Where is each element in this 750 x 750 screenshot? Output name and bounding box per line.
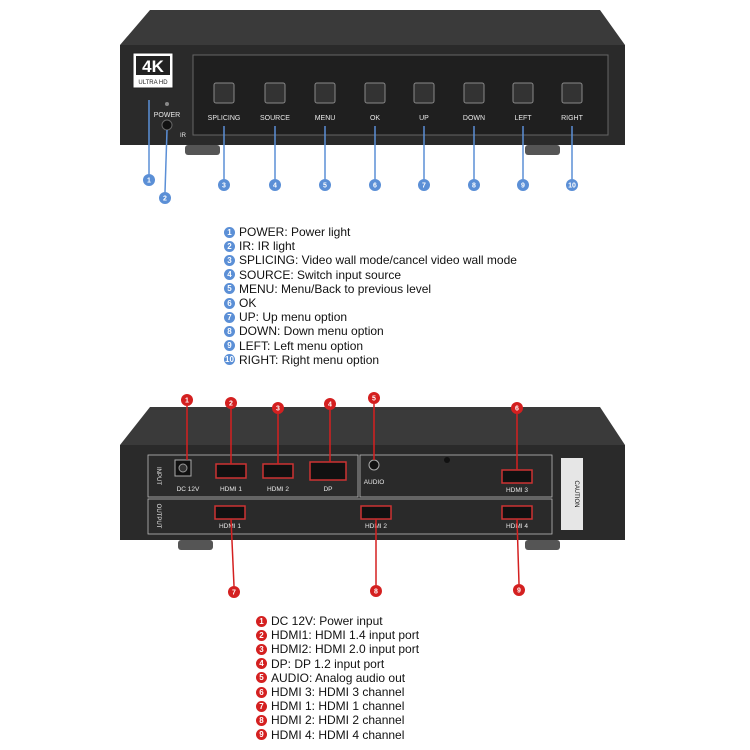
front-callout-marker [418,179,430,191]
hdmi-in-1-label: HDMI 1 [220,486,242,493]
rear-callout-marker [513,584,525,596]
hdmi-out-3-label: HDMI 3 [506,487,528,494]
front-button-label: SOURCE [260,115,290,122]
rear-callout-marker [225,397,237,409]
power-led [165,102,169,106]
front-callout-marker [319,179,331,191]
front-button-up [413,82,435,104]
front-callout-number: 10 [568,183,576,190]
hdmi-in-2-port [262,463,294,479]
screw [444,457,450,463]
front-device-top [120,10,625,45]
audio-label: AUDIO [364,479,385,486]
rear-callout-marker [368,392,380,404]
caution-text: CAUTION [573,481,579,508]
front-callout-marker [566,179,578,191]
front-callout-marker [468,179,480,191]
hdmi-out-4-port [501,505,533,520]
front-callout-number: 3 [222,183,226,190]
front-button-label: RIGHT [561,115,584,122]
front-button-label: LEFT [514,115,532,122]
rear-callout-marker [324,398,336,410]
input-section [147,454,359,498]
front-foot-left [185,145,220,155]
hdmi-out-3-port [501,469,533,484]
front-button-ok [364,82,386,104]
hdmi-in-1-port [215,463,247,479]
front-button-label: DOWN [463,115,485,122]
front-button-label: UP [419,115,429,122]
rear-callout-number: 2 [229,401,233,408]
rear-callout-number: 5 [372,396,376,403]
rear-callout-marker [228,586,240,598]
dp-label: DP [323,486,332,493]
rear-callout-number: 3 [276,406,280,413]
rear-callout-number: 6 [515,406,519,413]
front-callout-number: 5 [323,183,327,190]
button-panel [192,54,609,136]
front-callout-number: 7 [422,183,426,190]
rear-foot-right [525,540,560,550]
hdmi-out-2-port [360,505,392,520]
badge-big: 4K [142,57,164,76]
hdmi-out-1-label: HDMI 1 [219,523,241,530]
front-button-label: MENU [315,115,336,122]
front-button-left [512,82,534,104]
input-label: INPUT [155,467,161,485]
audio-jack [368,459,380,471]
front-button-label: SPLICING [208,115,241,122]
power-label: POWER [154,112,180,119]
ir-label: IR [180,133,187,139]
front-callout-marker [269,179,281,191]
rear-callout-marker [181,394,193,406]
rear-callout-marker [511,402,523,414]
front-callout-marker [143,174,155,186]
front-callout-number: 4 [273,183,277,190]
front-callout-number: 9 [521,183,525,190]
rear-device-top [120,407,625,445]
badge-small: ULTRA HD [138,80,168,86]
input-section-right [359,454,553,498]
front-button-label: OK [370,115,380,122]
hdmi-out-1-port [214,505,246,520]
rear-callout-marker [272,402,284,414]
rear-callout-marker [370,585,382,597]
front-callout-marker [218,179,230,191]
front-button-source [264,82,286,104]
rear-callout-number: 9 [517,588,521,595]
front-callout-number: 2 [163,196,167,203]
hdmi-in-2-label: HDMI 2 [267,486,289,493]
rear-foot-left [178,540,213,550]
caution-label [561,458,583,530]
front-foot-right [525,145,560,155]
front-button-splicing [213,82,235,104]
rear-callout-number: 8 [374,589,378,596]
dc-label: DC 12V [177,486,200,493]
rear-callout-number: 4 [328,402,332,409]
front-button-down [463,82,485,104]
front-callout-line [164,129,168,193]
rear-callout-number: 7 [232,590,236,597]
front-callout-number: 6 [373,183,377,190]
output-section [147,498,553,535]
dp-port [309,461,347,481]
front-button-right [561,82,583,104]
front-callout-marker [369,179,381,191]
front-button-menu [314,82,336,104]
output-label: OUTPUT [155,504,161,529]
front-callout-marker [517,179,529,191]
ir-sensor [161,119,173,131]
front-callout-marker [159,192,171,204]
rear-callout-number: 1 [185,398,189,405]
front-callout-number: 1 [147,178,151,185]
rear-callout-line [230,518,235,587]
front-callout-number: 8 [472,183,476,190]
rear-callout-line [516,518,520,585]
